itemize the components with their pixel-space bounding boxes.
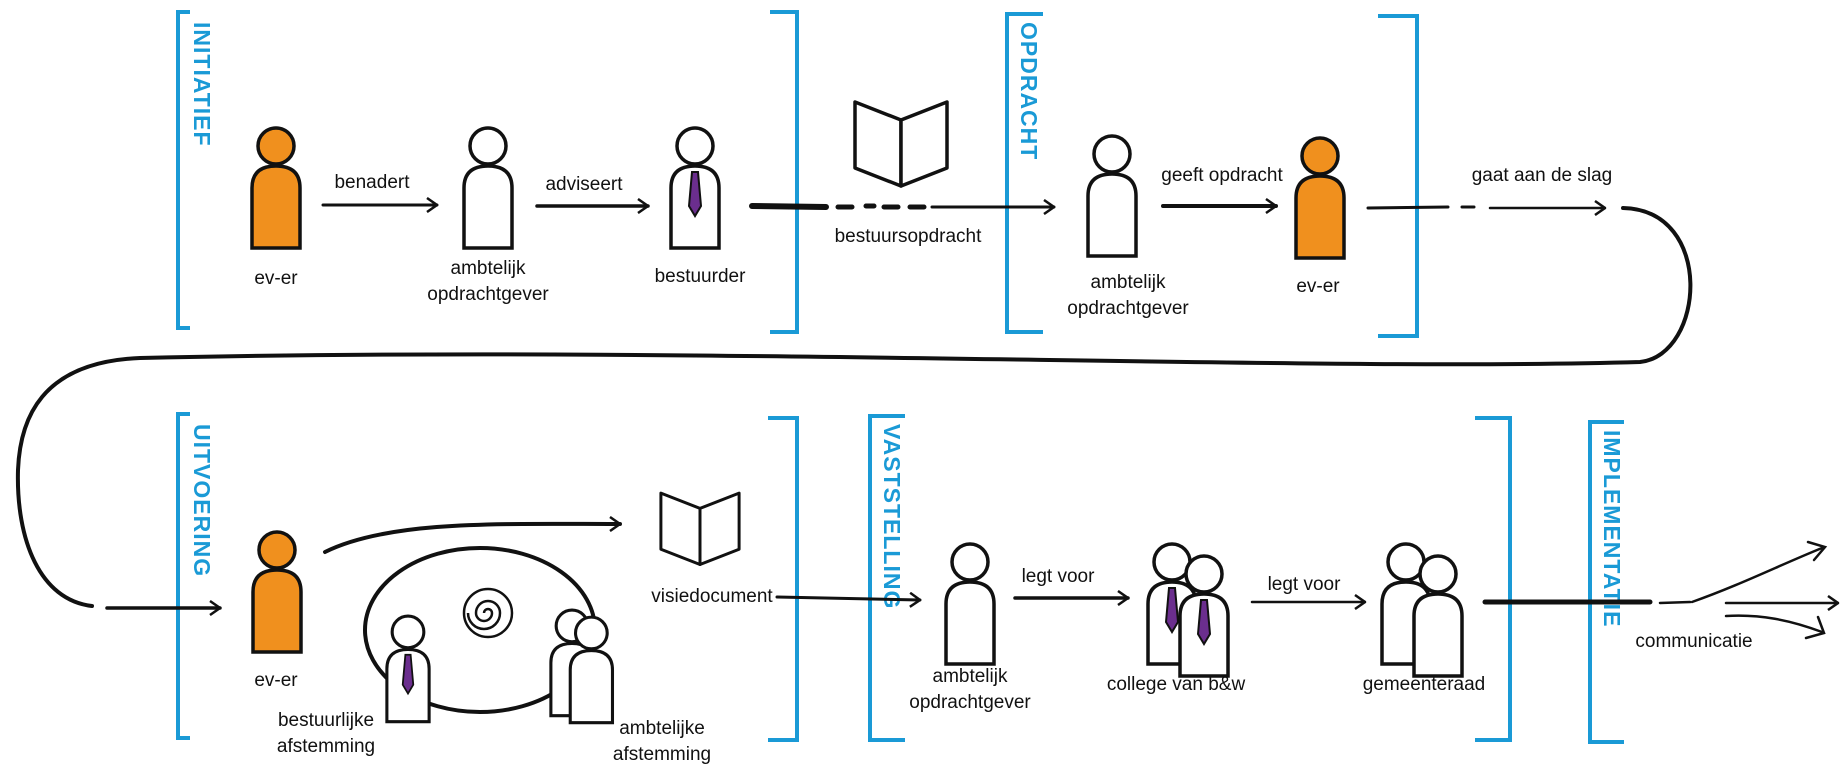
bracket-opdracht-left bbox=[1005, 12, 1043, 334]
phase-brackets bbox=[176, 10, 1624, 744]
bracket-implementatie-left bbox=[1588, 420, 1624, 744]
line-communicatie-stem bbox=[1658, 600, 1692, 605]
person-icon bbox=[250, 126, 302, 250]
open-book-icon bbox=[853, 100, 949, 188]
actor-label-ambtelijk-line1: ambtelijk bbox=[451, 258, 526, 279]
bracket-uitvoering-left bbox=[176, 412, 190, 740]
arrow-communicatie-up-head bbox=[1806, 540, 1828, 562]
bracket-vaststelling-left bbox=[868, 414, 905, 742]
person-with-tie-icon bbox=[669, 126, 721, 250]
person-icon bbox=[251, 530, 303, 654]
person-with-tie-icon bbox=[385, 614, 431, 724]
phase-label-initiatief: INITIATIEF bbox=[189, 22, 215, 147]
person-pair-icon bbox=[549, 608, 615, 725]
phase-label-implementatie: IMPLEMENTATIE bbox=[1599, 430, 1625, 627]
person-pair-icon bbox=[1380, 542, 1464, 678]
bracket-uitvoering-right bbox=[768, 416, 799, 742]
connectors bbox=[15, 203, 1840, 714]
actor-label-bestuurlijk-line1: bestuurlijke bbox=[278, 710, 374, 731]
actor-label-ambtelijk-line2: opdrachtgever bbox=[909, 692, 1031, 713]
action-label-legt-voor: legt voor bbox=[1268, 574, 1342, 595]
actor-label-college: college van b&w bbox=[1107, 674, 1246, 695]
person-pair-icon bbox=[1146, 542, 1230, 678]
actor-label-ambtelijk-line2: opdrachtgever bbox=[427, 284, 549, 305]
person-icon bbox=[1294, 136, 1346, 260]
actor-label-bestuurder: bestuurder bbox=[655, 266, 747, 287]
arrow-communicatie-down bbox=[1724, 614, 1824, 634]
person-icon bbox=[1086, 134, 1138, 258]
bracket-opdracht-right bbox=[1378, 14, 1419, 338]
line-bestuursopdracht-thick bbox=[749, 203, 829, 210]
action-label-gaat-aan-de-slag: gaat aan de slag bbox=[1472, 165, 1613, 186]
action-label-benadert: benadert bbox=[334, 172, 410, 193]
actor-label-ev-er: ev-er bbox=[1296, 276, 1340, 297]
line-bestuursopdracht-dashes bbox=[835, 203, 927, 210]
actor-label-ambtelijk-line1: ambtelijk bbox=[933, 666, 1008, 687]
bracket-initiatief-right bbox=[770, 10, 799, 334]
action-label-geeft-opdracht: geeft opdracht bbox=[1161, 165, 1283, 186]
person-icon bbox=[462, 126, 514, 250]
line-gaat-aan-de-slag-a bbox=[1366, 205, 1450, 210]
actor-label-ambtelijke-line2: afstemming bbox=[613, 744, 711, 765]
loop-connector bbox=[15, 206, 1693, 608]
arrow-communicatie-up bbox=[1690, 546, 1824, 604]
spiral-icon bbox=[462, 587, 514, 639]
action-label-communicatie: communicatie bbox=[1635, 631, 1752, 652]
arrow-visiedocument-out bbox=[775, 597, 922, 600]
action-label-visiedocument: visiedocument bbox=[651, 586, 773, 607]
arrow-to-visiedocument bbox=[323, 524, 622, 554]
actor-label-gemeenteraad: gemeenteraad bbox=[1363, 674, 1486, 695]
phase-label-vaststelling: VASTSTELLING bbox=[879, 424, 905, 609]
bracket-vaststelling-right bbox=[1475, 416, 1512, 742]
action-label-bestuursopdracht: bestuursopdracht bbox=[835, 226, 983, 247]
actor-label-bestuurlijk-line2: afstemming bbox=[277, 736, 375, 757]
actor-label-ambtelijk-line2: opdrachtgever bbox=[1067, 298, 1189, 319]
phase-label-opdracht: OPDRACHT bbox=[1016, 22, 1042, 160]
actor-label-ev-er: ev-er bbox=[254, 268, 298, 289]
open-book-icon bbox=[659, 491, 741, 566]
actor-label-ev-er: ev-er bbox=[254, 670, 298, 691]
phase-label-uitvoering: UITVOERING bbox=[189, 424, 215, 577]
person-icon bbox=[944, 542, 996, 666]
actor-label-ambtelijk-line1: ambtelijk bbox=[1091, 272, 1166, 293]
action-label-adviseert: adviseert bbox=[545, 174, 623, 195]
bracket-initiatief-left bbox=[176, 10, 190, 330]
arrow-communicatie-down-head bbox=[1804, 615, 1826, 640]
actor-label-ambtelijke-line1: ambtelijke bbox=[619, 718, 705, 739]
action-label-legt-voor: legt voor bbox=[1022, 566, 1096, 587]
